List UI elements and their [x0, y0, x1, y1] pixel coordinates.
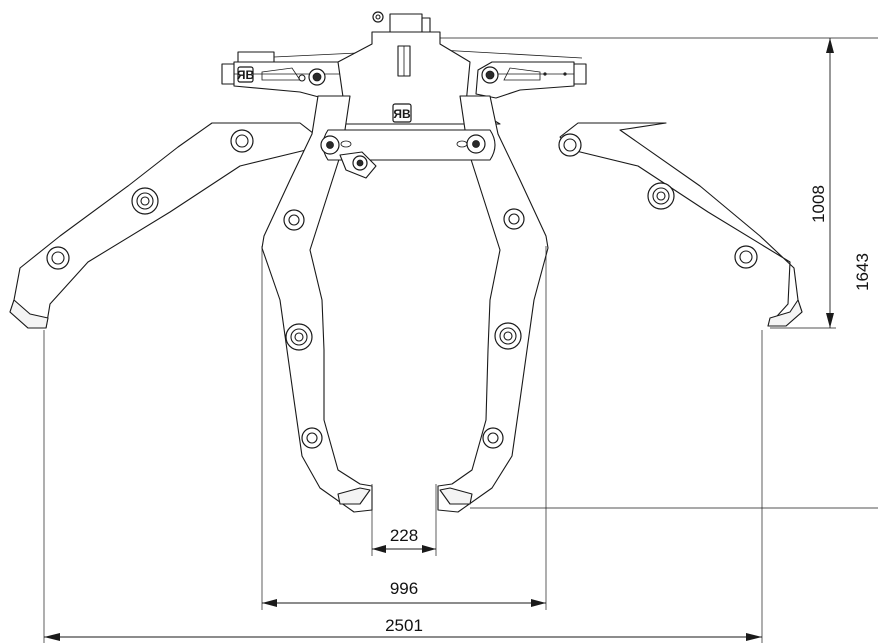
inner-arm-left — [261, 95, 373, 513]
pin-icon — [131, 187, 159, 215]
dimension-label-outer-span: 2501 — [385, 616, 423, 635]
logo-text: ЯB — [393, 107, 411, 121]
dimension-outer-height: 1008 — [809, 38, 834, 328]
outer-arm-left — [9, 122, 319, 329]
dimension-label-inner-span: 996 — [390, 579, 418, 598]
pin-icon — [46, 246, 70, 270]
outer-arm-right — [558, 122, 803, 327]
cylinder-left: ЯB — [221, 51, 379, 101]
pin-icon — [494, 322, 522, 350]
pin-icon — [482, 427, 504, 449]
logo-mark: ЯB — [392, 103, 412, 123]
pin-icon — [466, 134, 486, 154]
logo-mark: ЯB — [237, 66, 255, 83]
pin-icon — [503, 208, 525, 230]
pin-icon — [352, 155, 368, 171]
pin-icon — [230, 129, 254, 153]
pin-icon — [320, 135, 340, 155]
pin-icon — [647, 182, 675, 210]
dimension-label-tip-gap: 228 — [390, 526, 418, 545]
pin-icon — [301, 427, 323, 449]
cylinder-right — [439, 49, 587, 99]
pin-icon — [283, 209, 305, 231]
inner-arm-right — [437, 95, 549, 513]
dimension-tip-gap: 228 — [372, 526, 436, 553]
dimension-inner-span: 996 — [262, 579, 546, 607]
linkage-bar — [320, 129, 496, 179]
pin-icon — [285, 323, 313, 351]
dimension-total-height: 1643 — [853, 253, 872, 291]
pin-icon — [558, 133, 582, 157]
logo-text: ЯB — [237, 68, 255, 82]
dimension-label-total-height: 1643 — [853, 253, 872, 291]
pin-icon — [734, 245, 758, 269]
pin-icon — [308, 68, 326, 86]
pin-icon — [481, 66, 499, 84]
dimension-outer-span: 2501 — [44, 616, 762, 641]
dimension-label-outer-height: 1008 — [809, 185, 828, 223]
